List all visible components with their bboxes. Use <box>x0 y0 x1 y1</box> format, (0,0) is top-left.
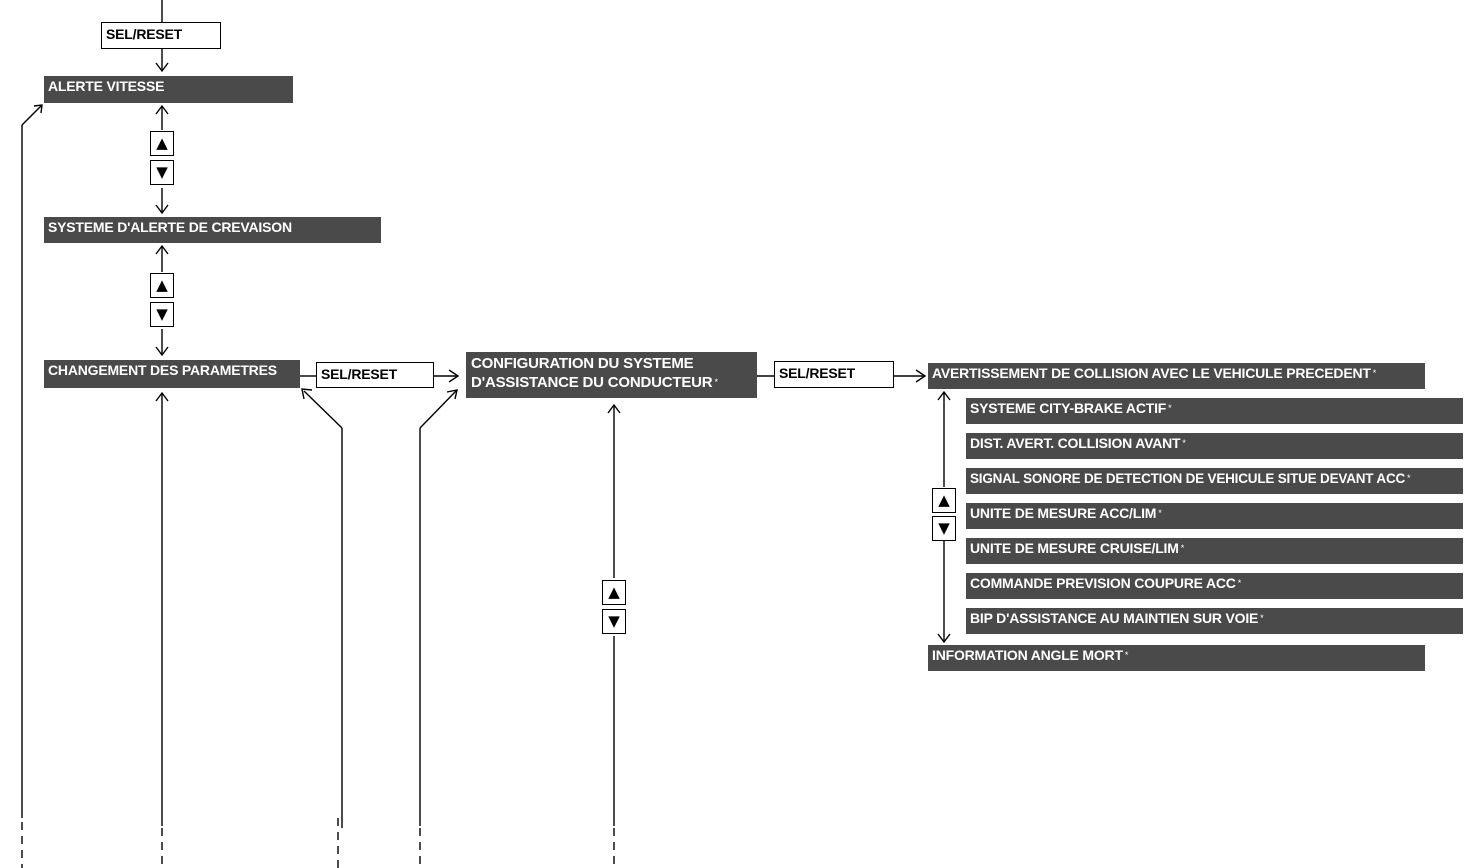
sel-reset-label: SEL/RESET <box>779 365 855 381</box>
menu-label: CHANGEMENT DES PARAMETRES <box>48 362 277 378</box>
sel-reset-label: SEL/RESET <box>106 26 182 42</box>
footnote-star: * <box>1168 403 1172 413</box>
sel-reset-button-top[interactable]: SEL/RESET <box>101 22 221 49</box>
footnote-star: * <box>1407 473 1411 483</box>
footnote-star: * <box>1182 438 1186 448</box>
submenu-city-brake[interactable]: SYSTEME CITY-BRAKE ACTIF* <box>966 398 1463 424</box>
up-arrow-button[interactable]: ▲ <box>150 273 174 298</box>
menu-label: SYSTEME D'ALERTE DE CREVAISON <box>48 219 292 235</box>
submenu-bip-maintien-voie[interactable]: BIP D'ASSISTANCE AU MAINTIEN SUR VOIE* <box>966 608 1463 634</box>
up-arrow-button[interactable]: ▲ <box>932 488 956 513</box>
menu-avertissement-collision[interactable]: AVERTISSEMENT DE COLLISION AVEC LE VEHIC… <box>928 363 1425 389</box>
submenu-label: SIGNAL SONORE DE DETECTION DE VEHICULE S… <box>970 471 1406 486</box>
menu-label-line1: CONFIGURATION DU SYSTEME <box>471 355 694 372</box>
down-arrow-button[interactable]: ▼ <box>932 516 956 541</box>
menu-information-angle-mort[interactable]: INFORMATION ANGLE MORT* <box>928 645 1425 671</box>
up-arrow-button[interactable]: ▲ <box>150 131 174 156</box>
footnote-star: * <box>1180 543 1185 553</box>
menu-label: INFORMATION ANGLE MORT <box>932 647 1123 663</box>
down-arrow-button[interactable]: ▼ <box>602 609 626 634</box>
footnote-star: * <box>1237 578 1242 588</box>
menu-label-line2: D'ASSISTANCE DU CONDUCTEUR <box>471 374 713 391</box>
menu-configuration-assistance-conducteur[interactable]: CONFIGURATION DU SYSTEME D'ASSISTANCE DU… <box>466 352 757 398</box>
footnote-star: * <box>1158 508 1162 518</box>
footnote-star: * <box>1124 650 1129 660</box>
submenu-label: DIST. AVERT. COLLISION AVANT <box>970 435 1181 451</box>
menu-alerte-vitesse[interactable]: ALERTE VITESSE <box>44 76 293 103</box>
submenu-commande-prevision-acc[interactable]: COMMANDE PREVISION COUPURE ACC* <box>966 573 1463 599</box>
submenu-dist-avert-collision[interactable]: DIST. AVERT. COLLISION AVANT* <box>966 433 1463 459</box>
submenu-label: COMMANDE PREVISION COUPURE ACC <box>970 575 1236 591</box>
footnote-star: * <box>1260 613 1264 623</box>
menu-changement-parametres[interactable]: CHANGEMENT DES PARAMETRES <box>44 360 300 388</box>
submenu-label: UNITE DE MESURE ACC/LIM <box>970 505 1157 521</box>
submenu-label: UNITE DE MESURE CRUISE/LIM <box>970 540 1179 556</box>
footnote-star: * <box>1372 368 1377 378</box>
sel-reset-label: SEL/RESET <box>321 366 397 382</box>
menu-label: AVERTISSEMENT DE COLLISION AVEC LE VEHIC… <box>932 365 1371 381</box>
submenu-unite-acc-lim[interactable]: UNITE DE MESURE ACC/LIM* <box>966 503 1463 529</box>
up-arrow-button[interactable]: ▲ <box>602 580 626 605</box>
menu-label: ALERTE VITESSE <box>48 78 165 94</box>
submenu-label: SYSTEME CITY-BRAKE ACTIF <box>970 400 1167 416</box>
submenu-unite-cruise-lim[interactable]: UNITE DE MESURE CRUISE/LIM* <box>966 538 1463 564</box>
sel-reset-button-2[interactable]: SEL/RESET <box>774 361 894 388</box>
submenu-signal-sonore-acc[interactable]: SIGNAL SONORE DE DETECTION DE VEHICULE S… <box>966 468 1463 494</box>
menu-systeme-alerte-crevaison[interactable]: SYSTEME D'ALERTE DE CREVAISON <box>44 217 381 243</box>
sel-reset-button-1[interactable]: SEL/RESET <box>316 362 434 388</box>
submenu-label: BIP D'ASSISTANCE AU MAINTIEN SUR VOIE <box>970 610 1259 626</box>
down-arrow-button[interactable]: ▼ <box>150 160 174 185</box>
down-arrow-button[interactable]: ▼ <box>150 302 174 327</box>
footnote-star: * <box>714 377 718 387</box>
